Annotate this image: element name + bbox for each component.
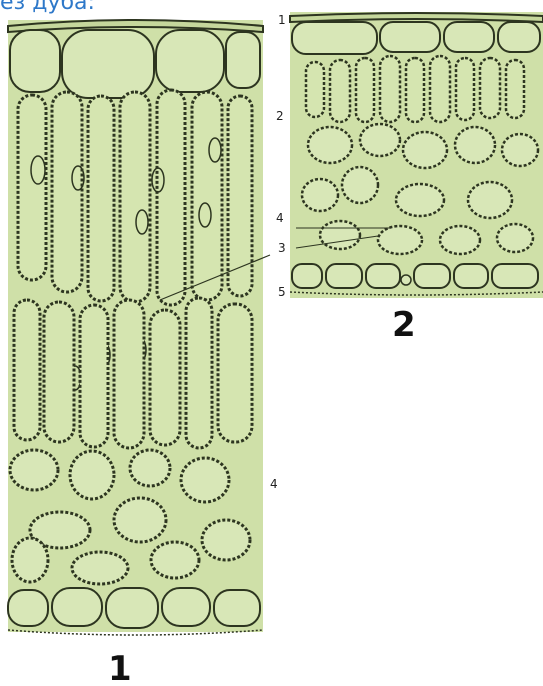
figure-2-stoma bbox=[401, 275, 411, 285]
figure-2-callout-5: 5 bbox=[278, 286, 286, 298]
figure-1-palisade-upper bbox=[18, 90, 252, 305]
figure-1-label: 1 bbox=[108, 652, 132, 686]
figure-2-label: 2 bbox=[392, 308, 416, 342]
figure-2-callout-3: 3 bbox=[278, 242, 286, 254]
figure-2-callout-4: 4 bbox=[276, 212, 284, 224]
figure-2-callout-1: 1 bbox=[278, 14, 286, 26]
figure-2-callout-2: 2 bbox=[276, 110, 284, 122]
figure-1-section bbox=[8, 20, 270, 635]
figure-2-upper-epidermis bbox=[290, 13, 543, 54]
figure-2-palisade bbox=[306, 56, 524, 122]
figure-2-section bbox=[290, 12, 543, 298]
figure-1-callout-4: 4 bbox=[270, 478, 278, 490]
